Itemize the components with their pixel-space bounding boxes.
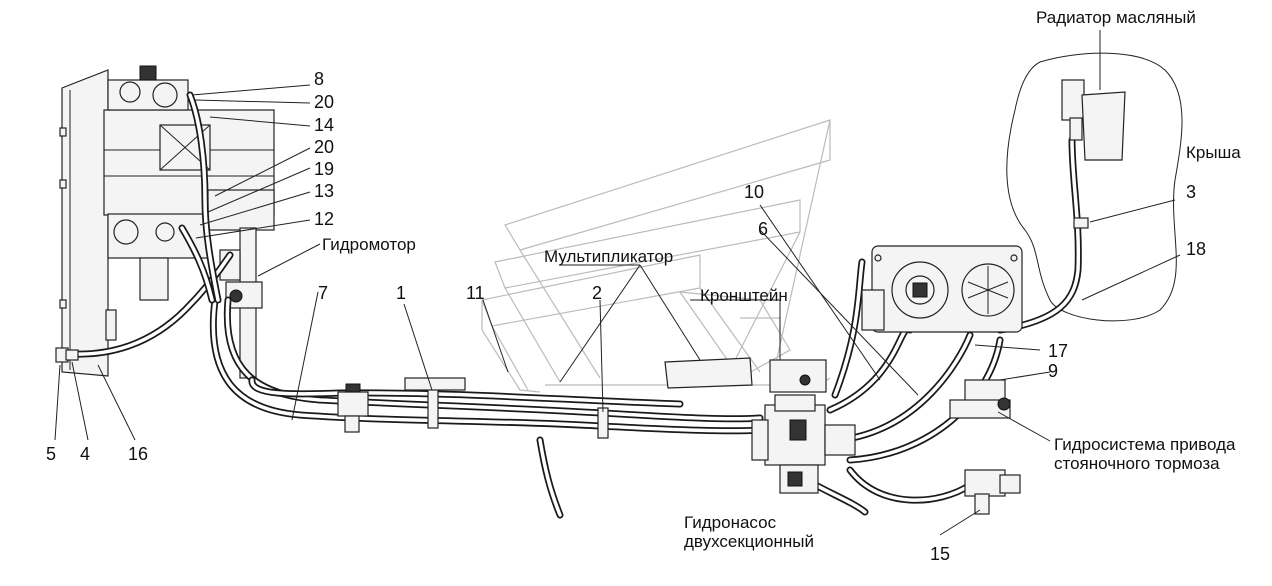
- callout-3: 3: [1186, 182, 1196, 202]
- callout-18: 18: [1186, 239, 1206, 259]
- transmission-block: [103, 65, 275, 301]
- valve-block-left: [337, 383, 369, 433]
- hydraulic-pump: [751, 394, 856, 494]
- bracket-plate: [664, 357, 827, 393]
- callout-17: 17: [1048, 341, 1068, 361]
- brake-cylinder: [949, 379, 1011, 419]
- callout-9: 9: [1048, 361, 1058, 381]
- chassis-frame: [481, 119, 831, 393]
- label-brake-line2: стояночного тормоза: [1054, 454, 1220, 473]
- label-bracket: Кронштейн: [700, 286, 788, 305]
- distributor-block: [861, 245, 1023, 333]
- callout-16: 16: [128, 444, 148, 464]
- callout-19: 19: [314, 159, 334, 179]
- clamp-2: [597, 407, 609, 439]
- callout-4: 4: [80, 444, 90, 464]
- leader-lines: [54, 30, 1181, 536]
- callout-2: 2: [592, 283, 602, 303]
- callout-6: 6: [758, 219, 768, 239]
- label-pump-line2: двухсекционный: [684, 532, 814, 551]
- label-roof: Крыша: [1186, 143, 1241, 162]
- brake-valve: [964, 469, 1021, 515]
- callout-20-top: 20: [314, 92, 334, 112]
- callout-1: 1: [396, 283, 406, 303]
- cab-wall: [59, 69, 117, 377]
- callout-5: 5: [46, 444, 56, 464]
- callout-7: 7: [318, 283, 328, 303]
- text-labels: Радиатор масляный Крыша Гидромотор Мульт…: [322, 8, 1241, 551]
- label-hydromotor: Гидромотор: [322, 235, 416, 254]
- label-multiplier: Мультипликатор: [544, 247, 673, 266]
- callout-8: 8: [314, 69, 324, 89]
- label-pump-line1: Гидронасос: [684, 513, 777, 532]
- roof-outline: [1006, 52, 1183, 322]
- callout-13: 13: [314, 181, 334, 201]
- callout-20-mid: 20: [314, 137, 334, 157]
- hoses: [71, 91, 1082, 519]
- clamp-bracket: [404, 377, 466, 429]
- hose-clamp-3: [1073, 217, 1089, 229]
- callout-10: 10: [744, 182, 764, 202]
- callout-15: 15: [930, 544, 950, 564]
- label-radiator: Радиатор масляный: [1036, 8, 1196, 27]
- callout-11: 11: [466, 283, 485, 303]
- callout-14: 14: [314, 115, 334, 135]
- cab-fittings: [55, 347, 79, 363]
- label-brake-line1: Гидросистема привода: [1054, 435, 1236, 454]
- callout-numbers: 8 20 14 20 19 13 12 7 1 11 2 10 6 3 18 1…: [46, 69, 1206, 564]
- callout-12: 12: [314, 209, 334, 229]
- oil-radiator: [1061, 79, 1126, 161]
